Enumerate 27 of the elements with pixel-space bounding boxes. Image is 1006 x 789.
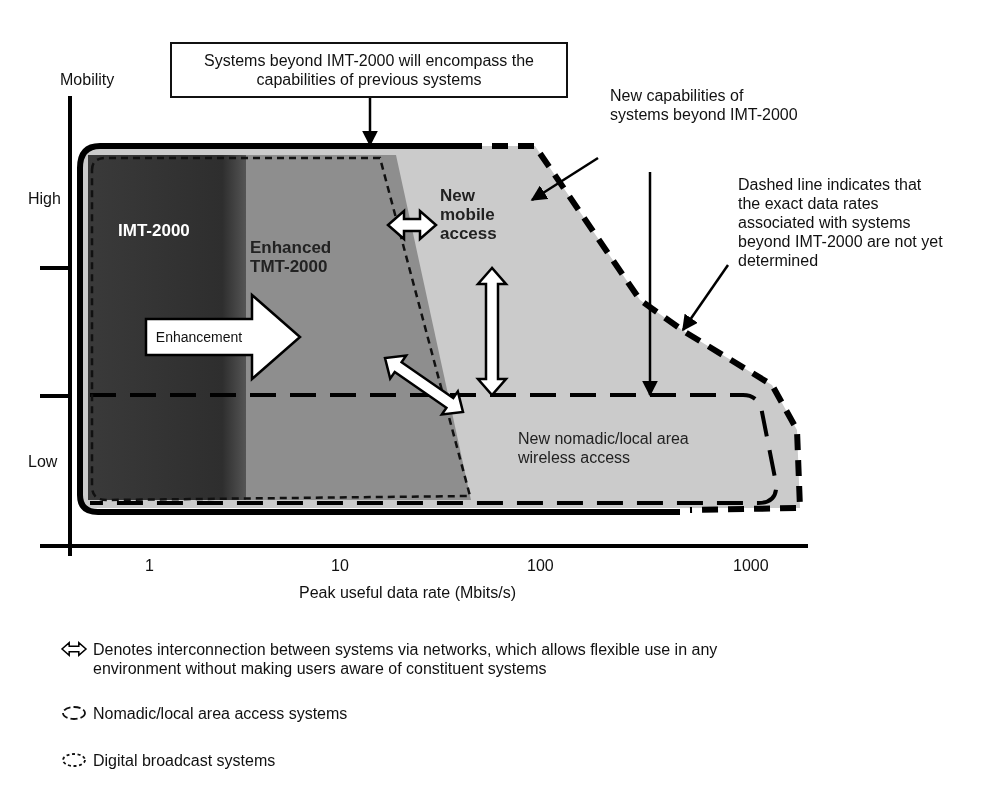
axis-tick-label: 100	[527, 556, 554, 575]
legend-text: Nomadic/local area access systems	[93, 704, 349, 723]
double-arrow	[383, 354, 465, 416]
arrow	[681, 264, 730, 332]
axis-tick-label: 1000	[733, 556, 769, 575]
callout-text: Dashed line indicates that the exact data rates associated with systems beyond IMT-2000 are not yet determined	[738, 175, 944, 270]
double-arrow	[144, 292, 302, 382]
axis-title: Mobility	[60, 70, 115, 89]
region-label: Enhanced TMT-2000	[250, 238, 333, 276]
axis-tick-label: 10	[331, 556, 349, 575]
arrow	[530, 156, 599, 202]
imt-2000-region	[88, 155, 246, 500]
axis-tick-label: 1	[145, 556, 154, 575]
region-label: New nomadic/local area wireless access	[518, 429, 690, 467]
legend-text: Digital broadcast systems	[93, 751, 277, 770]
edge-label: Enhancement	[154, 327, 244, 347]
double-arrow	[386, 208, 438, 242]
region-label: New mobile access	[440, 186, 498, 243]
axis-tick-label: Low	[28, 452, 58, 471]
legend-text: Denotes interconnection between systems via networks, which allows flexible use in any environment without making users aware of constituent systems	[93, 640, 719, 678]
callout-text: New capabilities of systems beyond IMT-2000	[610, 86, 799, 124]
axis-tick-label: High	[28, 189, 61, 208]
axis-title: Peak useful data rate (Mbits/s)	[299, 583, 516, 602]
callout-box: Systems beyond IMT-2000 will encompass the capabilities of previous systems	[170, 42, 568, 98]
arrow	[642, 172, 658, 397]
region-label: IMT-2000	[118, 221, 190, 240]
double-arrow	[475, 266, 509, 397]
